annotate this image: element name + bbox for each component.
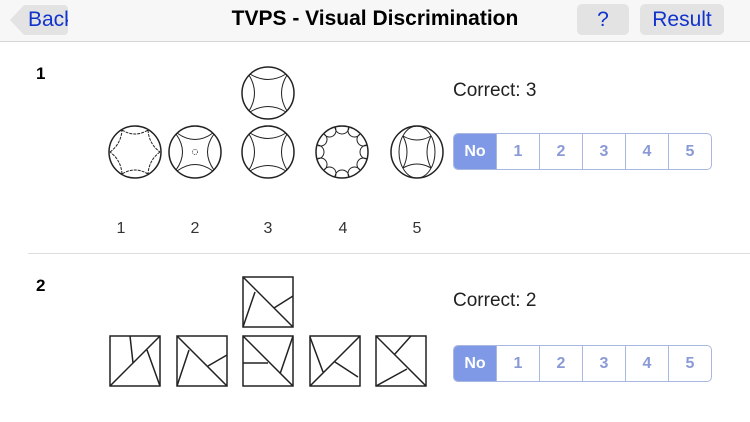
choice-square-4: [309, 335, 361, 387]
option-4[interactable]: 4: [625, 346, 668, 381]
choice-figure-5: [390, 125, 444, 179]
option-1[interactable]: 1: [496, 134, 539, 169]
target-figure-2: [242, 276, 294, 328]
help-button[interactable]: ?: [577, 4, 629, 35]
answer-segmented-control: No 1 2 3 4 5: [453, 345, 712, 382]
choice-square-5: [375, 335, 427, 387]
page-title: TVPS - Visual Discrimination: [231, 7, 519, 30]
item-number: 1: [36, 64, 46, 83]
choice-label: 5: [412, 220, 422, 237]
option-5[interactable]: 5: [668, 134, 711, 169]
option-3[interactable]: 3: [582, 134, 625, 169]
choice-square-3: [242, 335, 294, 387]
choice-square-2: [176, 335, 228, 387]
item-number: 2: [36, 276, 46, 295]
correct-answer: Correct: 2: [453, 290, 537, 311]
choice-label: 2: [190, 220, 200, 237]
choice-square-1: [109, 335, 161, 387]
target-figure-1: [241, 66, 295, 120]
option-2[interactable]: 2: [539, 134, 582, 169]
nav-bar: Back TVPS - Visual Discrimination ? Resu…: [0, 0, 750, 42]
option-no[interactable]: No: [454, 346, 496, 381]
choice-figure-2: [168, 125, 222, 179]
choice-figure-3: [241, 125, 295, 179]
result-button[interactable]: Result: [640, 4, 724, 35]
option-1[interactable]: 1: [496, 346, 539, 381]
choice-label: 4: [338, 220, 348, 237]
answer-segmented-control: No 1 2 3 4 5: [453, 133, 712, 170]
correct-answer: Correct: 3: [453, 80, 537, 101]
option-4[interactable]: 4: [625, 134, 668, 169]
choice-figure-4: [315, 125, 369, 179]
choice-label: 1: [116, 220, 126, 237]
option-3[interactable]: 3: [582, 346, 625, 381]
option-2[interactable]: 2: [539, 346, 582, 381]
back-button[interactable]: Back: [10, 5, 68, 35]
option-no[interactable]: No: [454, 134, 496, 169]
choice-label: 3: [263, 220, 273, 237]
option-5[interactable]: 5: [668, 346, 711, 381]
divider: [28, 253, 750, 254]
choice-figure-1: [108, 125, 162, 179]
